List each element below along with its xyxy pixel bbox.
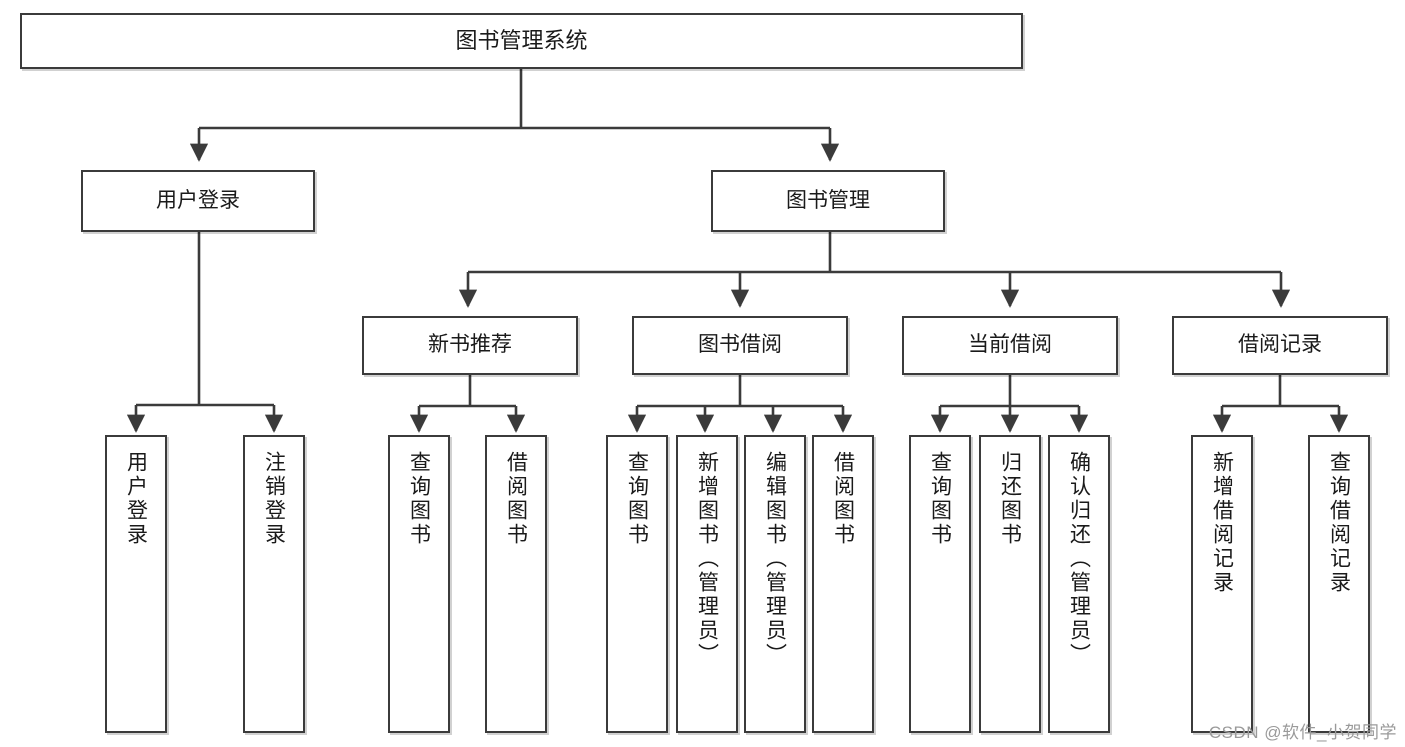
node-label: 新增借阅记录 (1210, 451, 1234, 595)
node-label: 借阅图书 (831, 451, 855, 547)
node-label: 用户登录 (124, 451, 148, 547)
node-new-book-recommend[interactable]: 新书推荐 (362, 316, 578, 375)
node-label: 借阅图书 (504, 451, 528, 547)
leaf-borrow-edit-book-admin[interactable]: 编辑图书（管理员） (744, 435, 806, 733)
leaf-borrow-borrow-book[interactable]: 借阅图书 (812, 435, 874, 733)
node-label: 查询图书 (928, 451, 952, 547)
node-label: 查询图书 (407, 451, 431, 547)
node-label: 注销登录 (262, 451, 286, 547)
node-label: 当前借阅 (968, 333, 1052, 357)
leaf-user-login-signout[interactable]: 注销登录 (243, 435, 305, 733)
leaf-current-query-book[interactable]: 查询图书 (909, 435, 971, 733)
node-label: 查询图书 (625, 451, 649, 547)
node-current-borrow[interactable]: 当前借阅 (902, 316, 1118, 375)
leaf-user-login-signin[interactable]: 用户登录 (105, 435, 167, 733)
node-label: 图书管理系统 (455, 28, 588, 54)
leaf-recommend-query-book[interactable]: 查询图书 (388, 435, 450, 733)
node-label: 图书管理 (786, 188, 870, 212)
leaf-recommend-borrow-book[interactable]: 借阅图书 (485, 435, 547, 733)
node-book-borrow[interactable]: 图书借阅 (632, 316, 848, 375)
leaf-current-return-book[interactable]: 归还图书 (979, 435, 1041, 733)
node-label: 新增图书（管理员） (695, 451, 719, 667)
node-borrow-record[interactable]: 借阅记录 (1172, 316, 1388, 375)
leaf-current-confirm-return-admin[interactable]: 确认归还（管理员） (1048, 435, 1110, 733)
watermark-text: CSDN @软件_小贺同学 (1208, 723, 1397, 742)
node-root-book-management-system[interactable]: 图书管理系统 (20, 13, 1023, 69)
node-label: 借阅记录 (1238, 333, 1322, 357)
leaf-record-add-borrow-record[interactable]: 新增借阅记录 (1191, 435, 1253, 733)
leaf-record-query-borrow-record[interactable]: 查询借阅记录 (1308, 435, 1370, 733)
node-label: 归还图书 (998, 451, 1022, 547)
node-user-login[interactable]: 用户登录 (81, 170, 315, 232)
node-book-management[interactable]: 图书管理 (711, 170, 945, 232)
leaf-borrow-query-book[interactable]: 查询图书 (606, 435, 668, 733)
node-label: 用户登录 (156, 188, 240, 212)
node-label: 查询借阅记录 (1327, 451, 1351, 595)
node-label: 图书借阅 (698, 333, 782, 357)
node-label: 新书推荐 (428, 333, 512, 357)
leaf-borrow-add-book-admin[interactable]: 新增图书（管理员） (676, 435, 738, 733)
node-label: 确认归还（管理员） (1067, 451, 1091, 667)
node-label: 编辑图书（管理员） (763, 451, 787, 667)
